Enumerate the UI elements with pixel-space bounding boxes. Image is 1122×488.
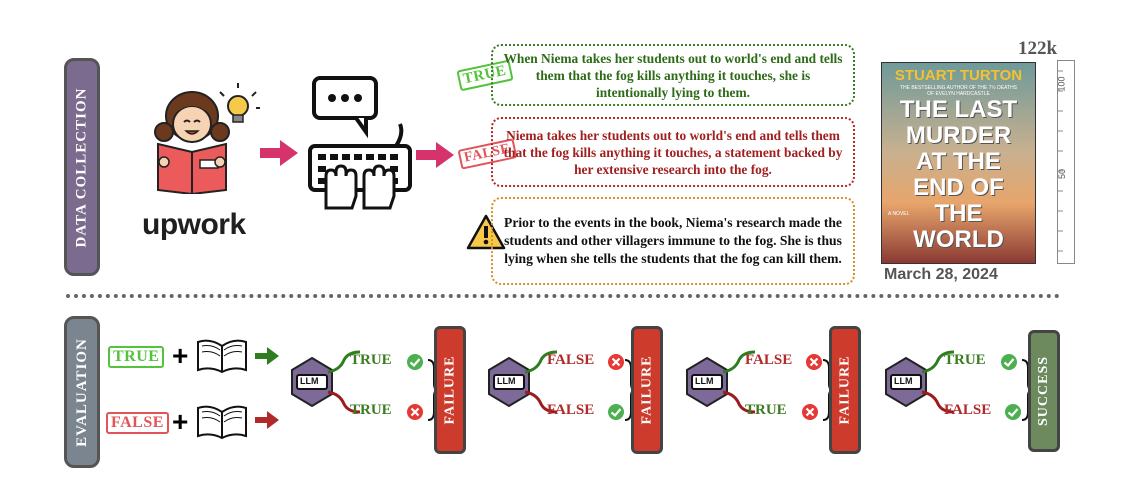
evaluation-label: EVALUATION (73, 337, 90, 447)
prediction-bottom: FALSE (547, 402, 595, 418)
cross-icon (407, 404, 423, 420)
upwork-logo: upwork (142, 208, 246, 241)
failure-badge: FAILURE (829, 326, 861, 454)
book-cover: STUART TURTON THE BESTSELLING AUTHOR OF … (881, 62, 1036, 264)
book-title-line: THE (934, 200, 983, 227)
data-collection-label: DATA COLLECTION (73, 87, 90, 247)
check-icon (1001, 354, 1017, 370)
plus-icon: + (172, 406, 189, 437)
llm-label: LLM (497, 376, 516, 386)
false-claim-box: Niema takes her students out to world's … (491, 117, 855, 187)
prediction-top: FALSE (745, 352, 793, 368)
book-title-line: END OF (913, 174, 1004, 201)
llm-node (488, 350, 558, 414)
prediction-top: FALSE (547, 352, 595, 368)
book-title-line: WORLD (913, 226, 1004, 253)
plus-icon: + (172, 340, 189, 371)
warning-icon (466, 214, 506, 250)
arrow-right-icon (416, 142, 454, 168)
cross-icon (608, 354, 624, 370)
warning-claim-box: Prior to the events in the book, Niema's… (491, 197, 855, 285)
keyboard-chat-icon (308, 76, 412, 210)
success-badge: SUCCESS (1028, 330, 1060, 452)
section-divider (66, 294, 1060, 298)
llm-label: LLM (300, 376, 319, 386)
chat-bubble-icon (312, 76, 378, 139)
book-title-line: AT THE (916, 148, 1001, 175)
lightbulb-icon (219, 83, 260, 123)
llm-node (686, 350, 756, 414)
prediction-top: TRUE (944, 352, 986, 368)
open-book-icon (197, 405, 247, 440)
failure-badge: FAILURE (434, 326, 466, 454)
prediction-bottom: FALSE (944, 402, 992, 418)
book-title-line: THE LAST (899, 96, 1018, 123)
llm-label: LLM (695, 376, 714, 386)
upwork-logo-accent (142, 214, 178, 240)
verdict-label: FAILURE (837, 355, 852, 425)
token-ruler: 100 50 (1057, 60, 1075, 264)
evaluation-section: EVALUATION (64, 316, 100, 468)
open-book-icon (197, 339, 247, 374)
book-tagline: THE BESTSELLING AUTHOR OF THE 7½ DEATHS … (899, 85, 1018, 97)
verdict-label: FAILURE (442, 355, 457, 425)
eval-false-stamp: FALSE (106, 412, 169, 434)
cross-icon (802, 404, 818, 420)
arrow-right-icon (255, 411, 279, 429)
release-date: March 28, 2024 (884, 266, 998, 283)
prediction-bottom: TRUE (745, 402, 787, 418)
failure-badge: FAILURE (631, 326, 663, 454)
llm-label: LLM (894, 376, 913, 386)
hands-icon (324, 164, 396, 210)
llm-node (291, 350, 361, 414)
verdict-label: SUCCESS (1036, 355, 1051, 427)
arrow-right-icon (255, 347, 279, 365)
check-icon (407, 354, 423, 370)
check-icon (1005, 404, 1021, 420)
llm-node (885, 350, 955, 414)
true-claim-box: When Niema takes her students out to wor… (491, 44, 855, 106)
book-title-line: MURDER (905, 122, 1012, 149)
token-count: 122k (1018, 38, 1058, 59)
arrow-right-icon (260, 140, 298, 166)
cross-icon (806, 354, 822, 370)
eval-true-stamp: TRUE (108, 346, 165, 368)
book-author: STUART TURTON (894, 67, 1023, 84)
book-label: A NOVEL (888, 211, 910, 217)
check-icon (608, 404, 624, 420)
prediction-bottom: TRUE (350, 402, 392, 418)
verdict-label: FAILURE (639, 355, 654, 425)
reader-girl-icon (154, 83, 260, 194)
data-collection-section: DATA COLLECTION (64, 58, 100, 276)
prediction-top: TRUE (350, 352, 392, 368)
